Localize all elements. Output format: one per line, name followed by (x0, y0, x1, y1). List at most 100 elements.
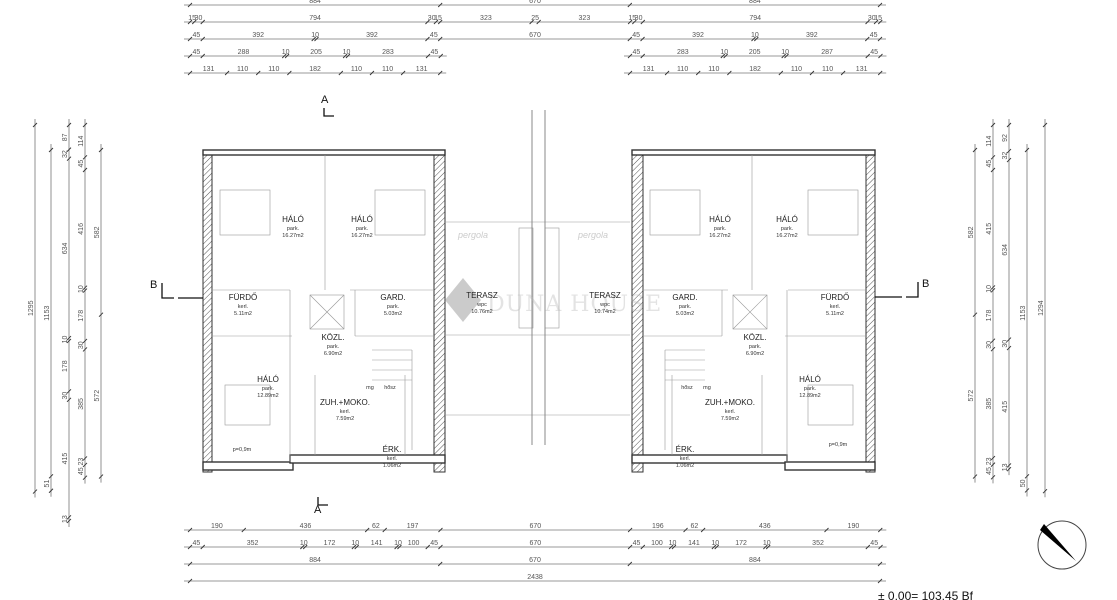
dimension-tick (990, 167, 996, 173)
dimension-tick (82, 338, 88, 344)
dimension-value: 582 (968, 226, 975, 238)
dimension-tick (241, 527, 247, 533)
dimension-tick (314, 36, 319, 42)
dimension-tick (723, 53, 728, 59)
dimension-value: 884 (749, 0, 761, 5)
dimension-value: 884 (309, 0, 321, 5)
room-label: KÖZL.park.6.90m2 (743, 333, 766, 357)
dimension-value: 670 (529, 540, 541, 547)
dimension-value: 87 (62, 133, 69, 141)
dimension-tick (187, 561, 193, 567)
dimension-tick (187, 36, 193, 42)
dimension-value: 30 (195, 15, 203, 22)
dimension-value: 30 (986, 341, 993, 349)
dimension-tick (342, 53, 348, 59)
dimension-tick (345, 53, 351, 59)
dimension-value: 25 (531, 15, 539, 22)
dimension-tick (1006, 463, 1012, 468)
room-area: 16.27m2 (351, 233, 372, 239)
dimension-tick (1024, 488, 1030, 493)
room-area: 5.03m2 (676, 311, 694, 317)
dimension-value: 197 (407, 523, 419, 530)
room-floor: kerl. (830, 304, 841, 310)
dimension-tick (878, 53, 883, 59)
dimension-tick (1024, 474, 1030, 479)
dimension-value: 30 (1002, 340, 1009, 348)
room-floor: kerl. (725, 409, 736, 415)
dimension-tick (781, 53, 786, 59)
room-name: TERASZ (466, 291, 498, 300)
dimension-tick (98, 474, 104, 479)
dimension-value: 794 (309, 15, 321, 22)
dimension-value: 182 (309, 66, 321, 73)
room-name: HÁLÓ (709, 215, 731, 224)
dimension-value: 141 (688, 540, 700, 547)
dimension-tick (82, 122, 88, 128)
dimension-tick (82, 285, 88, 291)
dimension-tick (82, 288, 88, 293)
dimension-tick (382, 527, 388, 533)
room-floor: park. (327, 344, 340, 350)
dimension-tick (66, 122, 72, 128)
dimension-tick (778, 70, 784, 76)
room-label: ZUH.+MOKO.kerl.7.59m2 (320, 398, 370, 422)
dimension-value: 13 (62, 515, 69, 523)
dimension-value: 45 (870, 32, 878, 39)
dimension-tick (840, 70, 846, 76)
dimension-value: 190 (211, 523, 223, 530)
dimension-tick (877, 19, 883, 25)
section-b-right: B (922, 278, 929, 290)
dimension-tick (187, 2, 193, 8)
dimension-value: 415 (1002, 401, 1009, 413)
dimension-value: 283 (677, 49, 689, 56)
dimension-value: 30 (62, 392, 69, 400)
dimension-tick (200, 53, 206, 59)
dimension-tick (400, 70, 406, 76)
room-floor: park. (356, 226, 369, 232)
room-floor: park. (262, 386, 275, 392)
dimension-tick (878, 544, 883, 550)
pergola-label: pergola (577, 230, 608, 240)
dimension-value: 45 (192, 49, 200, 56)
room-floor: park. (679, 304, 692, 310)
dimension-tick (82, 462, 88, 468)
room-label: GARD.park.5.03m2 (380, 293, 405, 317)
dimension-value: 196 (652, 523, 664, 530)
room-label: GARD.park.5.03m2 (672, 293, 697, 317)
dimension-tick (754, 36, 759, 42)
dimension-tick (437, 561, 443, 567)
dimension-tick (990, 475, 996, 480)
dimension-tick (425, 544, 431, 550)
dimension-tick (683, 527, 688, 533)
dimension-tick (864, 36, 870, 42)
dimension-tick (66, 518, 72, 524)
dimension-tick (632, 19, 637, 25)
parapet-label: p=0,9m (233, 447, 252, 453)
room-area: 16.27m2 (709, 233, 730, 239)
dimension-value: 436 (759, 523, 771, 530)
dimension-tick (98, 147, 104, 153)
dimension-value: 15 (628, 15, 636, 22)
dimension-value: 352 (812, 540, 824, 547)
dimension-tick (640, 53, 646, 59)
dimension-tick (438, 527, 443, 533)
dimension-tick (877, 2, 883, 8)
room-area: 1.06m2 (676, 463, 694, 469)
dimension-value: 92 (1002, 134, 1009, 142)
dimension-value: 1153 (44, 306, 51, 321)
dimension-value: 392 (806, 32, 818, 39)
dimension-value: 10 (282, 49, 290, 56)
dimension-tick (1042, 122, 1048, 128)
dimension-value: 884 (749, 557, 761, 564)
dimension-value: 190 (848, 523, 860, 530)
room-area: 16.27m2 (282, 233, 303, 239)
hosz-label: hősz (384, 385, 396, 391)
dimension-tick (98, 312, 104, 318)
room-name: HÁLÓ (351, 215, 373, 224)
room-floor: kerl. (680, 456, 691, 462)
dimension-tick (311, 36, 316, 42)
